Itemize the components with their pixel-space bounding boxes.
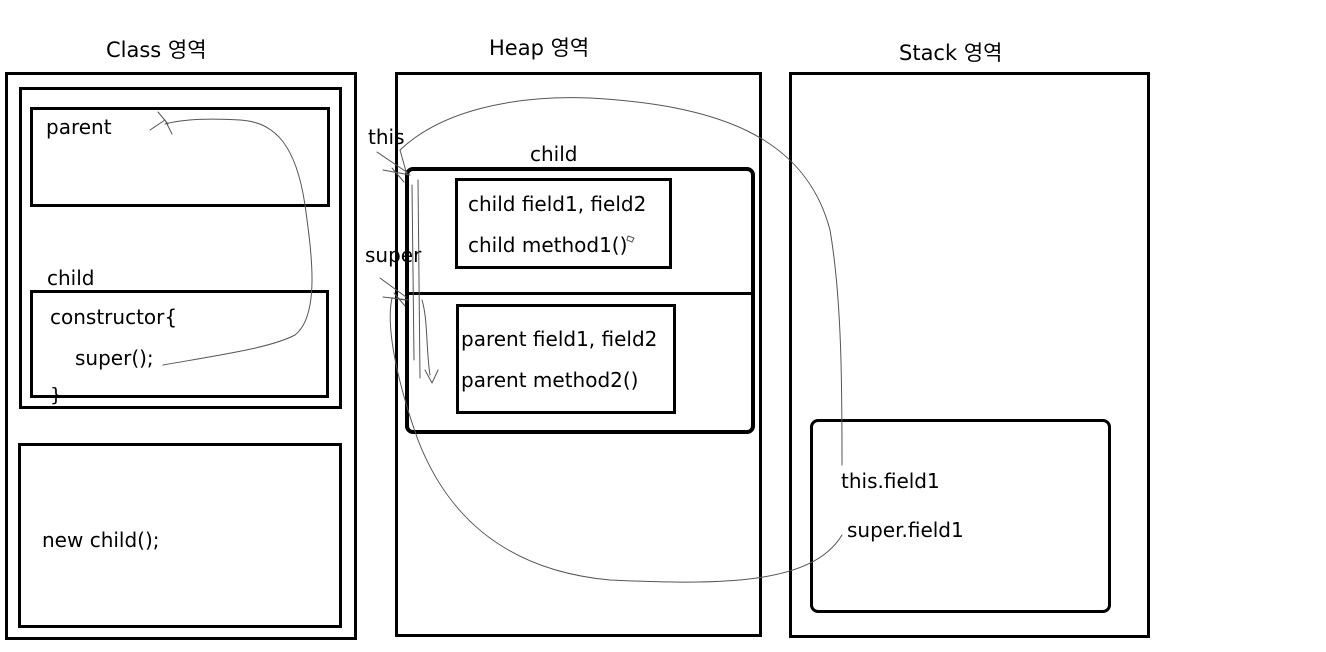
closing-brace: } [50,384,63,406]
class-area-title: Class 영역 [106,38,207,62]
stack-frame-box [810,419,1111,613]
this-field-access: this.field1 [841,469,940,493]
constructor-line: constructor{ [50,305,178,329]
parent-method-text: parent method2() [461,368,639,392]
child-fields-text: child field1, field2 [468,192,647,216]
parent-class-label: parent [46,115,112,139]
class-definitions-box [19,87,342,409]
child-instance-label: child [530,142,578,166]
class-area-panel [5,72,357,640]
super-field-access: super.field1 [847,518,964,542]
super-call-line: super(); [75,346,154,370]
this-reference-label: this [368,125,405,149]
instance-divider [407,292,753,295]
child-method-text: child method1() [468,233,628,257]
new-child-line: new child(); [42,528,160,552]
heap-area-title: Heap 영역 [489,36,590,60]
main-code-box [18,443,342,628]
child-class-label: child [47,266,95,290]
parent-fields-text: parent field1, field2 [461,327,658,351]
parent-members-box [456,304,676,414]
stack-area-title: Stack 영역 [899,41,1003,65]
